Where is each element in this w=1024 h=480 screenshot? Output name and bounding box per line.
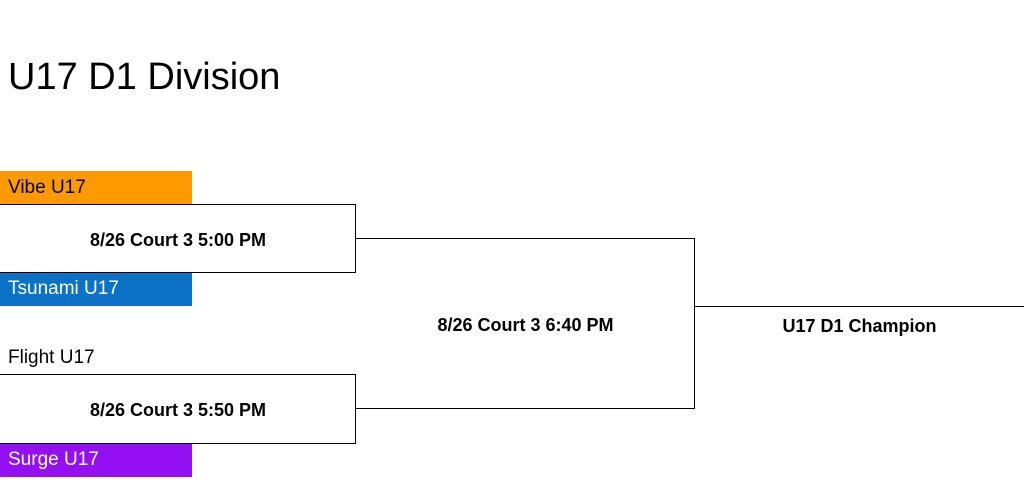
semi2-top-line <box>0 374 356 376</box>
semi2-right-line <box>355 374 357 444</box>
champion-line <box>695 306 1024 308</box>
page-title: U17 D1 Division <box>8 56 281 98</box>
semi2-match-label: 8/26 Court 3 5:50 PM <box>89 400 267 420</box>
semi1-bottom-line <box>0 272 356 274</box>
semi1-right-line <box>355 204 357 273</box>
team-slot-tsunami[interactable]: Tsunami U17 <box>0 272 192 306</box>
team-slot-vibe[interactable]: Vibe U17 <box>0 171 192 205</box>
semi2-bottom-line <box>0 443 356 445</box>
semi1-top-line <box>0 204 356 206</box>
final-right-line <box>694 238 696 409</box>
final-top-line <box>356 238 695 240</box>
champion-label: U17 D1 Champion <box>782 316 937 336</box>
semi1-match-label: 8/26 Court 3 5:00 PM <box>89 230 267 250</box>
final-match-label: 8/26 Court 3 6:40 PM <box>437 315 614 335</box>
team-slot-flight[interactable]: Flight U17 <box>0 341 192 375</box>
final-bottom-line <box>356 408 695 410</box>
team-slot-surge[interactable]: Surge U17 <box>0 443 192 477</box>
